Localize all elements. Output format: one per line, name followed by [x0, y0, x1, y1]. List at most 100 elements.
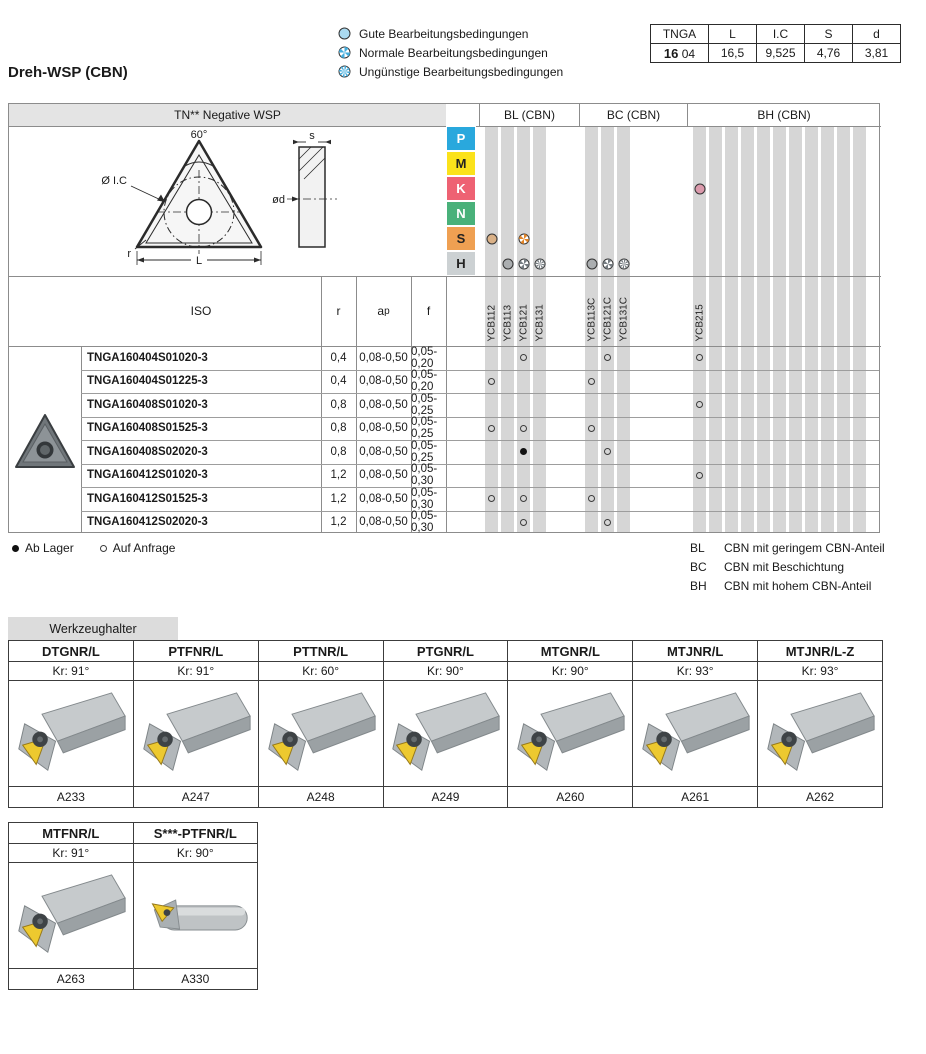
suitability-normal-mark	[518, 233, 530, 245]
good-condition-icon	[338, 27, 351, 40]
insert-row-separator	[81, 487, 879, 488]
grade-column-empty	[741, 127, 754, 532]
legend-item-label: Gute Bearbeitungsbedingungen	[359, 26, 529, 41]
group-header-bc: BC (CBN)	[579, 104, 687, 126]
dims-value-cell: 9,525	[756, 43, 805, 63]
table-vertical-divider	[321, 276, 322, 532]
holder-image-row	[8, 862, 258, 969]
page-title: Dreh-WSP (CBN)	[8, 64, 128, 81]
table-vertical-divider	[411, 276, 412, 532]
corner-radius-value: 1,2	[330, 492, 347, 505]
holder-order-code: A249	[382, 786, 509, 808]
availability-legend-label: Ab Lager	[25, 541, 74, 555]
bad-condition-icon	[338, 65, 351, 78]
grade-column-YCB121C	[601, 127, 614, 532]
tool-holder-graphic	[392, 692, 501, 772]
holder-image-cell	[382, 680, 509, 787]
holder-order-code: A260	[507, 786, 634, 808]
holder-name: S***-PTFNR/L	[132, 822, 258, 844]
holder-image-cell	[507, 680, 634, 787]
application-group-P: P	[446, 126, 476, 151]
holder-name: PTTNR/L	[257, 640, 384, 662]
availability-request-mark	[696, 401, 703, 409]
holder-name: PTFNR/L	[132, 640, 259, 662]
grade-label-YCB113: YCB113	[502, 304, 513, 341]
availability-stock-mark	[520, 448, 527, 456]
dims-size-cell: 16 04	[650, 43, 709, 63]
availability-legend-item: Ab Lager	[12, 541, 74, 555]
holder-image-cell	[8, 862, 134, 969]
normal-condition-icon	[518, 233, 529, 244]
tool-holder-image	[758, 685, 882, 782]
feed-value: 0,05-0,25	[411, 416, 438, 441]
boring-bar-graphic	[151, 899, 248, 931]
holder-image-cell	[257, 680, 384, 787]
holder-name: MTJNR/L-Z	[757, 640, 883, 662]
dims-col-header: I.C	[756, 24, 805, 44]
corner-radius-value: 1,2	[330, 469, 347, 482]
cutting-depth-value: 0,08-0,50	[359, 398, 408, 411]
feed-column-header: f	[426, 304, 431, 318]
holder-name: MTFNR/L	[8, 822, 134, 844]
application-group-N: N	[446, 201, 476, 226]
grade-column-YCB131	[533, 127, 546, 532]
tool-holder-image	[633, 685, 757, 782]
table-horizontal-divider	[9, 346, 881, 347]
availability-request-mark	[488, 495, 495, 503]
availability-request-mark	[520, 354, 527, 362]
legend-item-label: Normale Bearbeitungsbedingungen	[359, 45, 548, 60]
grade-column-empty	[757, 127, 770, 532]
cbn-code: BL	[690, 540, 705, 555]
cutting-depth-value: 0,08-0,50	[359, 351, 408, 364]
holder-order-code: A247	[132, 786, 259, 808]
suitability-good-mark	[694, 183, 706, 195]
grade-column-empty	[805, 127, 818, 532]
legend-item-label: Ungünstige Bearbeitungsbedingungen	[359, 64, 564, 79]
grade-label-YCB215: YCB215	[694, 303, 705, 341]
tool-holder-graphic	[517, 692, 626, 772]
dims-col-header: L	[708, 24, 757, 44]
tool-holder-image	[9, 867, 133, 964]
holder-angle-row: Kr: 91°Kr: 91°Kr: 60°Kr: 90°Kr: 90°Kr: 9…	[8, 661, 883, 681]
tool-holder-image	[9, 685, 133, 782]
corner-radius-value: 0,8	[330, 422, 347, 435]
ap-symbol: a	[377, 304, 385, 318]
cutting-depth-value: 0,08-0,50	[359, 445, 408, 458]
holder-name: PTGNR/L	[382, 640, 509, 662]
photo-column-divider	[81, 346, 82, 532]
insert-row-separator	[81, 416, 879, 418]
stock-dot-icon	[12, 544, 19, 552]
feed-value: 0,05-0,25	[411, 392, 438, 417]
availability-request-mark	[520, 424, 527, 432]
cbn-code: BC	[690, 559, 707, 574]
dims-col-header: S	[804, 24, 853, 44]
cutting-depth-value: 0,08-0,50	[359, 516, 408, 529]
edge-length-label: L	[196, 255, 202, 267]
good-condition-icon	[486, 233, 497, 244]
suitability-good-mark	[502, 258, 514, 270]
cbn-description: CBN mit geringem CBN-Anteil	[724, 540, 885, 555]
normal-condition-icon	[518, 258, 529, 269]
feed-value: 0,05-0,30	[411, 510, 438, 535]
condition-good-icon	[338, 27, 351, 40]
insert-designation: TNGA160412S02020-3	[87, 516, 208, 529]
corner-radius-label: r	[127, 248, 131, 260]
insert-row-separator	[81, 510, 879, 512]
inscribed-circle-label: Ø I.C	[101, 175, 127, 187]
grade-column-empty	[709, 127, 722, 532]
suitability-good-mark	[586, 258, 598, 270]
availability-request-mark	[488, 424, 495, 432]
hole-diameter-label: ød	[272, 194, 285, 206]
normal-condition-icon	[338, 46, 351, 59]
table-horizontal-divider	[9, 276, 881, 277]
holder-approach-angle: Kr: 93°	[632, 661, 759, 681]
